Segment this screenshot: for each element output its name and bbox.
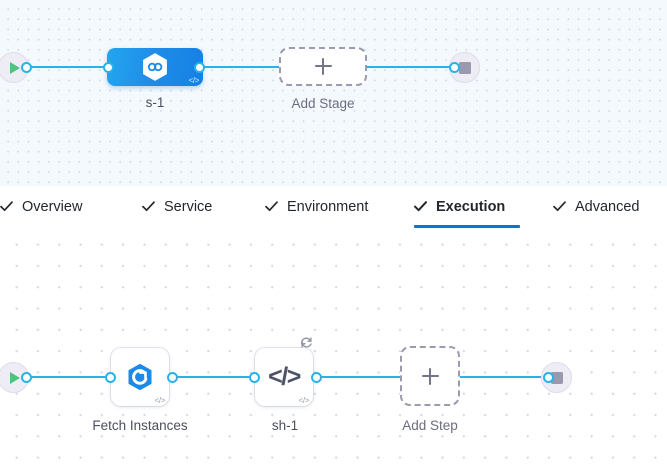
deployment-hexagon-icon — [143, 53, 167, 81]
tab-advanced[interactable]: Advanced — [553, 186, 640, 228]
stage-config-tabs: Overview Service Environment Execution — [0, 186, 667, 228]
edge-stage1-to-add — [199, 66, 287, 68]
harness-swirl-icon — [128, 363, 152, 391]
stop-icon — [458, 61, 471, 74]
code-icon: </> — [298, 396, 310, 405]
tab-service[interactable]: Service — [142, 186, 212, 228]
fetch-instances-output-connector[interactable] — [167, 371, 178, 383]
stage-graph-canvas[interactable]: </> s-1 Add Stage — [0, 0, 667, 186]
tab-label: Advanced — [575, 199, 640, 215]
add-step-label: Add Step — [402, 418, 458, 433]
edge-addstep-to-end — [459, 376, 551, 378]
check-icon — [0, 200, 13, 213]
stage-node-s-1[interactable]: </> — [107, 48, 203, 86]
step-node-label: Fetch Instances — [92, 418, 188, 433]
step-node-sh-1[interactable]: </> </> — [255, 337, 313, 406]
edge-add-to-end — [360, 66, 456, 68]
code-icon: </> — [268, 362, 301, 391]
tab-overview[interactable]: Overview — [0, 186, 82, 228]
edge-fetch-to-sh1 — [172, 376, 256, 378]
sh1-output-connector[interactable] — [311, 371, 322, 383]
stage1-input-connector[interactable] — [103, 61, 114, 73]
edge-sh1-to-addstep — [316, 376, 400, 378]
step-start-connector[interactable] — [21, 371, 32, 383]
check-icon — [265, 200, 278, 213]
tab-environment[interactable]: Environment — [265, 186, 368, 228]
tab-execution[interactable]: Execution — [414, 186, 520, 228]
sh1-input-connector[interactable] — [249, 371, 260, 383]
check-icon — [142, 200, 155, 213]
check-icon — [553, 200, 566, 213]
add-stage-label: Add Stage — [291, 96, 355, 111]
code-icon: </> — [154, 396, 166, 405]
step-end-connector[interactable] — [543, 371, 554, 383]
plus-icon — [421, 367, 439, 385]
edge-start-to-fetch — [26, 376, 112, 378]
step-end-node[interactable] — [541, 362, 572, 393]
play-icon — [10, 61, 20, 74]
stage-end-connector[interactable] — [449, 61, 460, 73]
stage-node-label: s-1 — [145, 95, 165, 110]
stage1-output-connector[interactable] — [194, 61, 205, 73]
retry-loop-icon — [299, 335, 314, 350]
check-icon — [414, 200, 427, 213]
tab-label: Environment — [287, 199, 369, 215]
fetch-instances-input-connector[interactable] — [105, 371, 116, 383]
tab-label: Overview — [22, 199, 83, 215]
step-node-label: sh-1 — [271, 418, 299, 433]
add-step-node[interactable] — [400, 346, 460, 406]
tab-active-underline — [414, 225, 520, 228]
tab-label: Service — [164, 199, 213, 215]
code-icon: </> — [188, 76, 200, 85]
edge-start-to-stage1 — [26, 66, 110, 68]
execution-graph-canvas[interactable]: </> Fetch Instances </> </> sh-1 Add Ste… — [0, 228, 667, 475]
plus-icon — [314, 58, 332, 75]
step-node-fetch-instances[interactable]: </> — [111, 348, 169, 406]
play-icon — [10, 371, 20, 384]
tab-label: Execution — [436, 199, 506, 215]
stage-start-connector[interactable] — [21, 61, 32, 73]
add-stage-node[interactable] — [279, 47, 367, 86]
